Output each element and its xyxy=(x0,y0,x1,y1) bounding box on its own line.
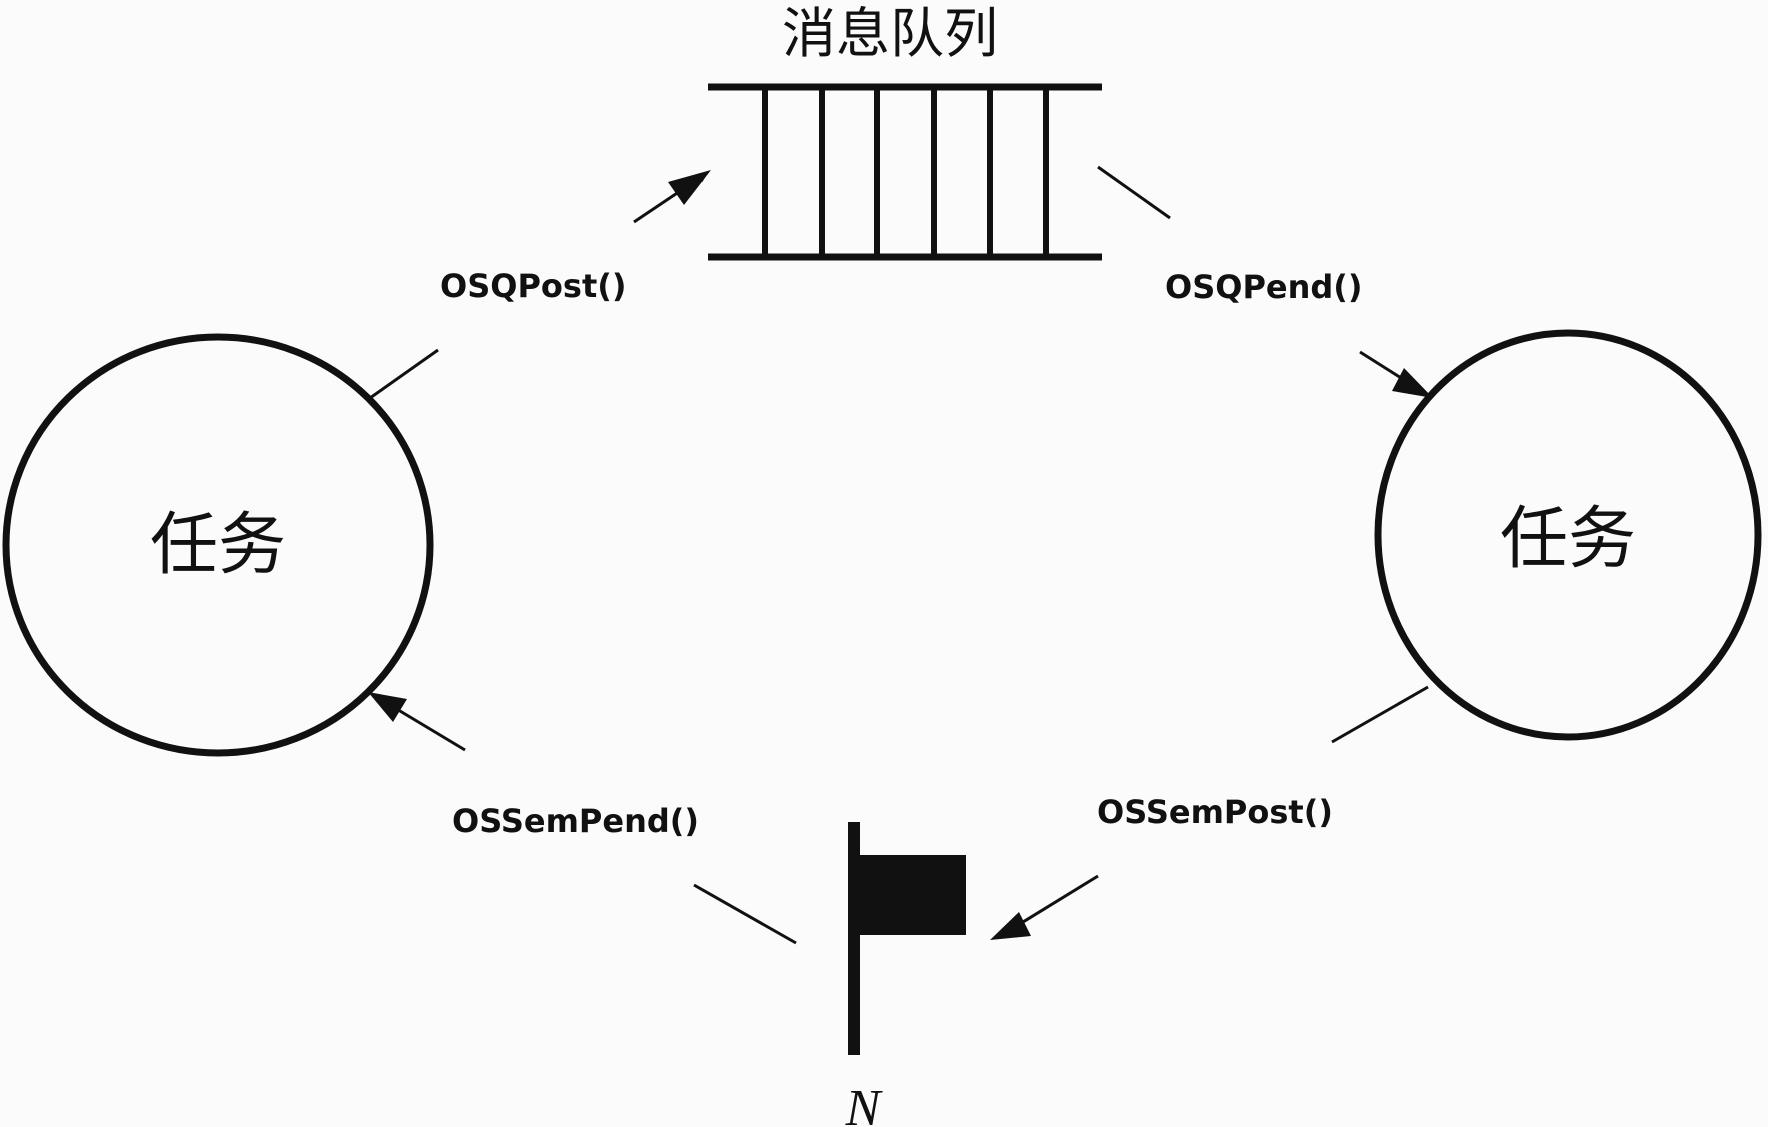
sempend-connector: OSSemPend() xyxy=(368,692,797,945)
ossempend-label: OSSemPend() xyxy=(452,802,699,840)
semaphore-count-label: N xyxy=(845,1080,884,1127)
qpend-connector: OSQPend() xyxy=(1097,165,1433,398)
task-left-circle xyxy=(2,333,434,757)
sempost-connector: OSSemPost() xyxy=(990,685,1429,940)
qpost-arrowhead xyxy=(668,170,711,205)
task-right-circle xyxy=(1374,329,1762,741)
queue-title: 消息队列 xyxy=(782,2,998,65)
flag-banner xyxy=(858,855,966,935)
sempend-arrow xyxy=(389,703,466,752)
qpend-line xyxy=(1097,165,1171,220)
sempost-arrowhead xyxy=(990,912,1031,940)
sempend-arrowhead xyxy=(368,692,407,722)
osqpost-label: OSQPost() xyxy=(440,267,626,305)
qpost-line xyxy=(369,348,439,400)
sempost-line xyxy=(1331,685,1429,744)
message-queue xyxy=(708,83,1102,261)
sempend-line xyxy=(693,883,797,945)
flag-pole xyxy=(848,822,860,1055)
task-left-label: 任务 xyxy=(150,506,286,585)
osqpend-label: OSQPend() xyxy=(1165,268,1363,306)
task-right-label: 任务 xyxy=(1500,500,1636,579)
semaphore-flag: N xyxy=(845,822,966,1127)
task-right: 任务 xyxy=(1374,329,1762,741)
ossempost-label: OSSemPost() xyxy=(1097,793,1333,831)
task-left: 任务 xyxy=(2,333,434,757)
qpost-connector: OSQPost() xyxy=(369,170,711,400)
qpend-arrowhead xyxy=(1392,368,1433,398)
sempost-arrow xyxy=(1009,874,1099,932)
